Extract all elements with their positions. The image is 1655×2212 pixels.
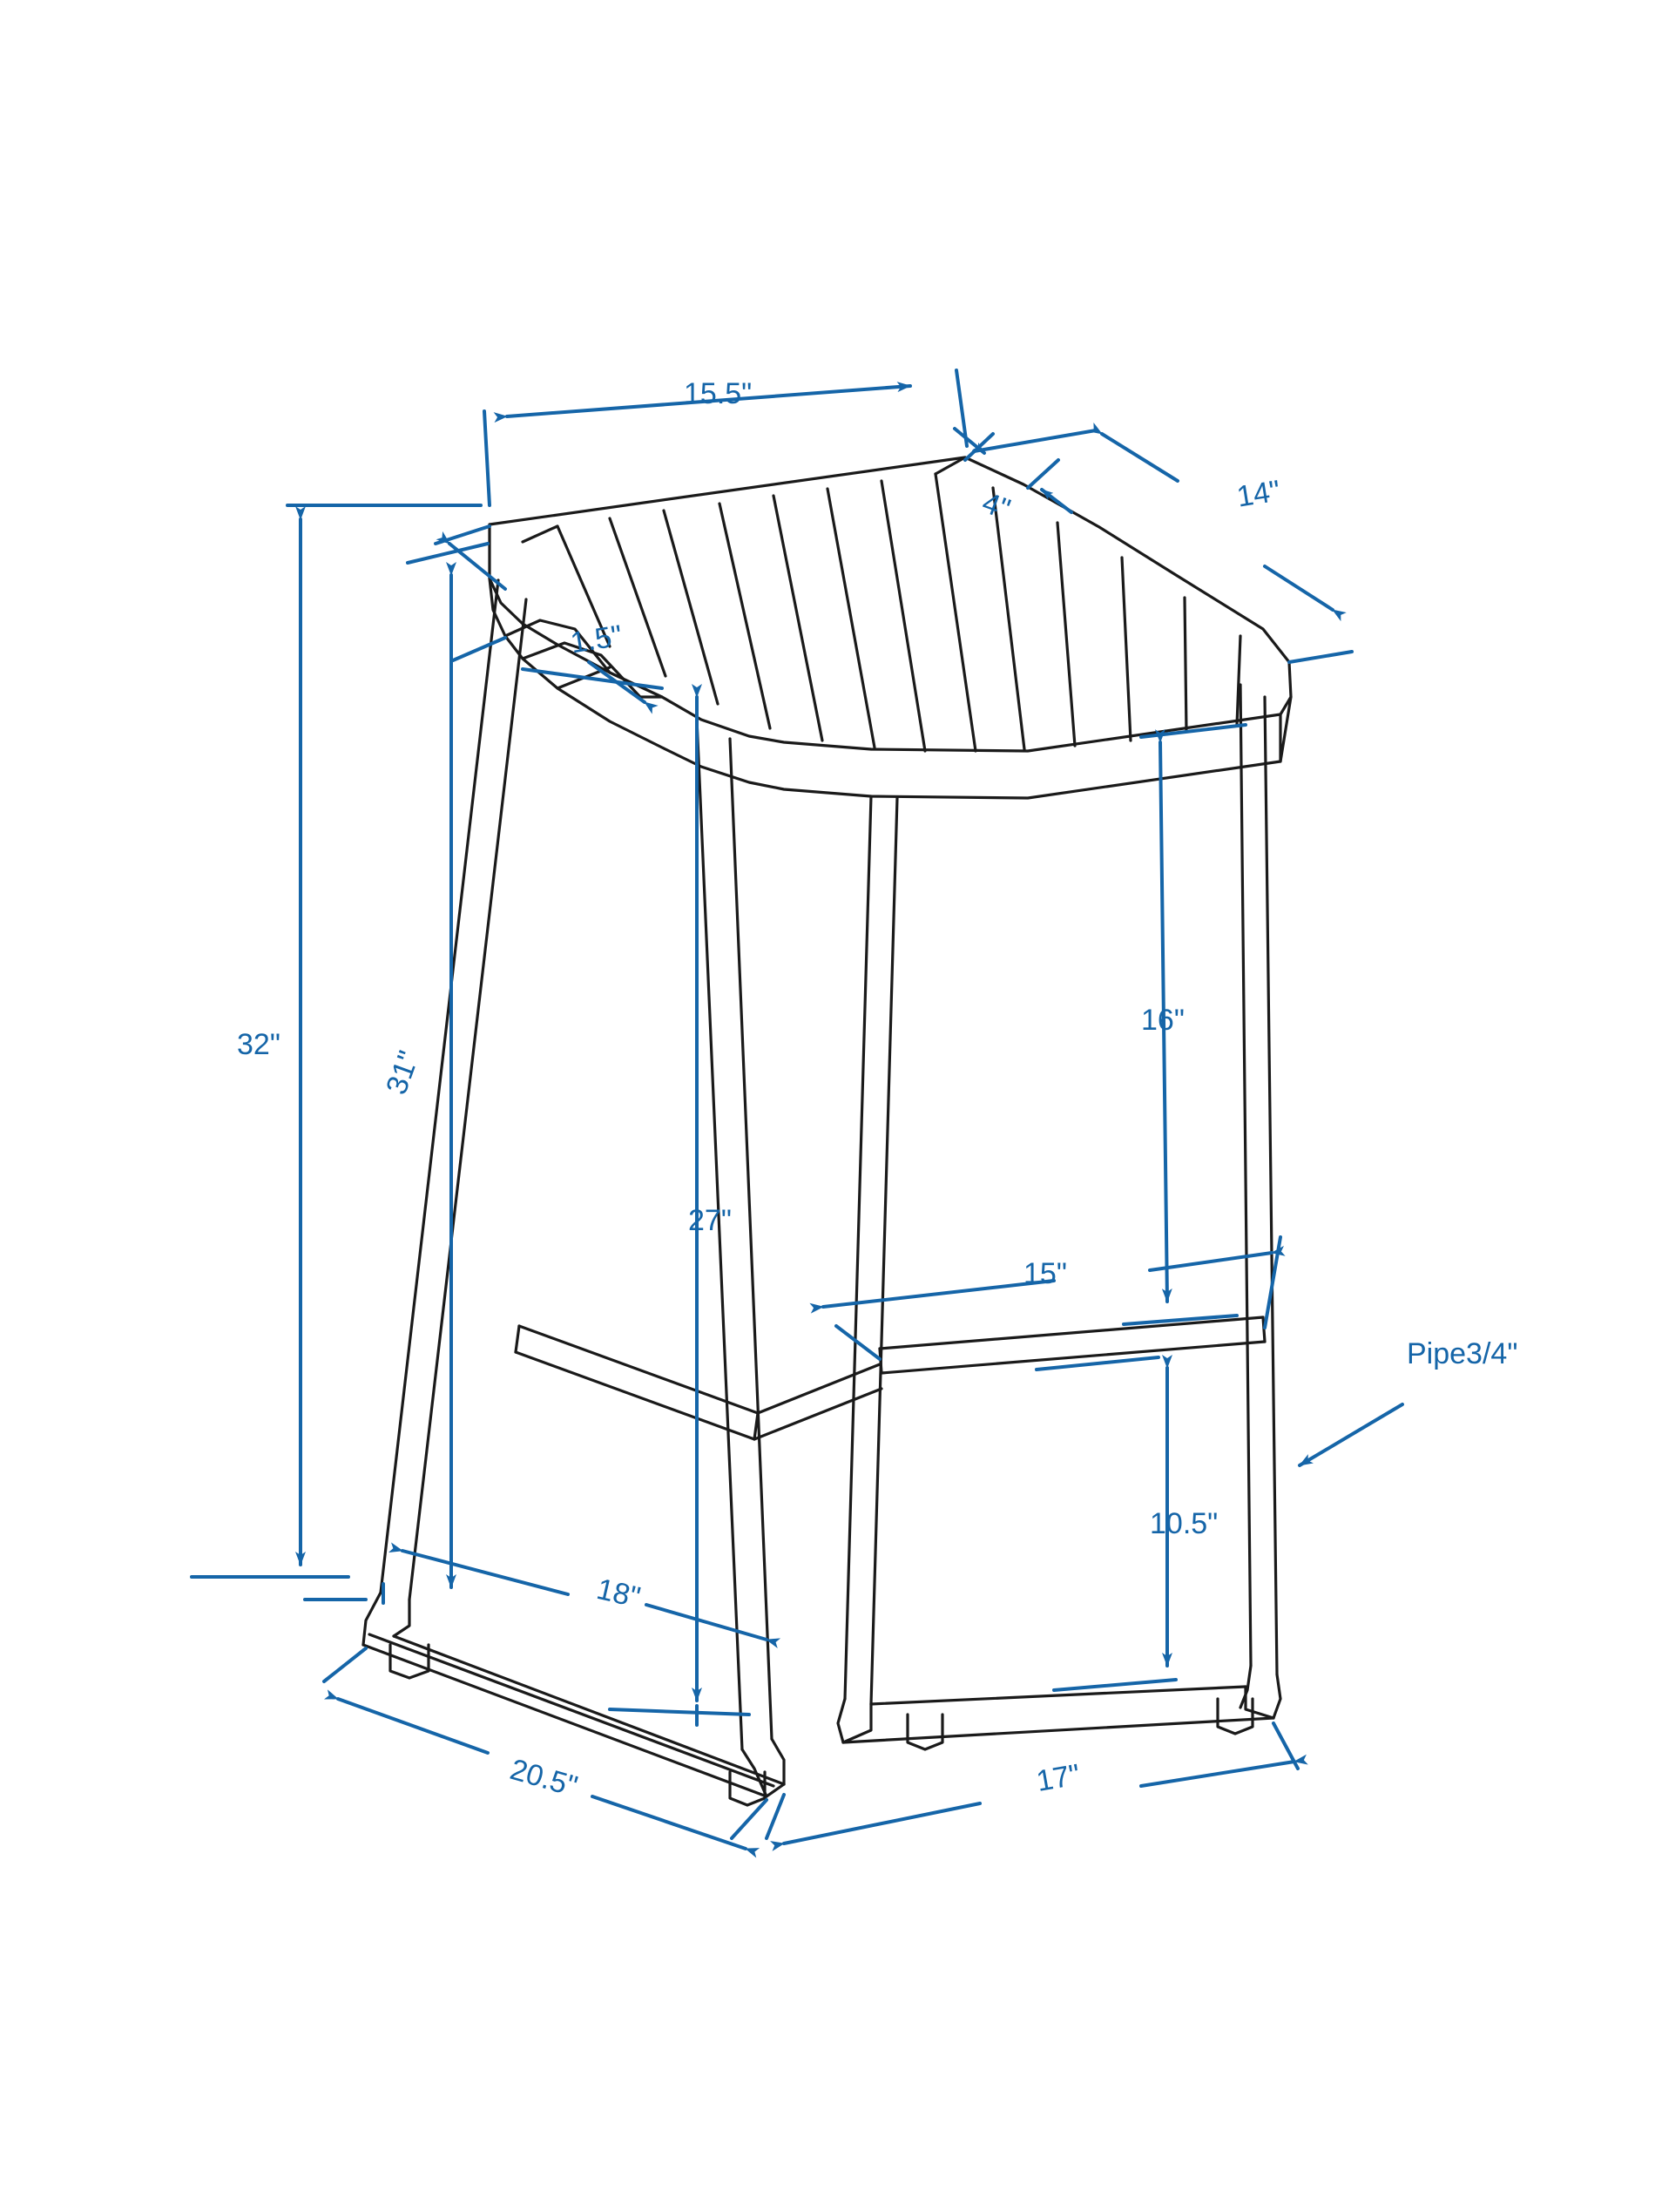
annotation-pipe-callout: Pipe3/4" bbox=[1407, 1337, 1518, 1370]
dim-base-depth-inner bbox=[382, 1542, 781, 1727]
dim-footrest-height bbox=[1035, 1355, 1178, 1692]
dim-label-seat-to-footrest: 16" bbox=[1141, 1004, 1185, 1037]
dim-footrest-width bbox=[809, 1235, 1286, 1361]
dim-height-to-seat-back bbox=[303, 542, 490, 1601]
dim-label-footrest-height: 10.5" bbox=[1150, 1507, 1219, 1540]
stool-outline bbox=[361, 456, 1293, 1807]
dim-label-footrest-width: 15" bbox=[1023, 1257, 1067, 1290]
dim-seat-to-footrest bbox=[1122, 723, 1247, 1326]
dim-label-overall-height-left: 32" bbox=[237, 1028, 280, 1061]
dim-base-width bbox=[765, 1722, 1308, 1851]
dim-seat-depth bbox=[972, 422, 1354, 664]
dim-seat-thickness-rear bbox=[953, 427, 1073, 514]
dimension-lines bbox=[190, 369, 1404, 1858]
dim-seat-height bbox=[521, 667, 751, 1716]
pipe-callout-leader bbox=[1298, 1403, 1404, 1467]
dim-label-seat-width-top: 15.5" bbox=[684, 377, 753, 410]
dim-label-seat-depth: 14" bbox=[1234, 474, 1283, 514]
dim-overall-height-left bbox=[190, 504, 483, 1579]
dim-seat-width-top bbox=[483, 369, 969, 507]
dim-label-seat-height: 27" bbox=[688, 1204, 732, 1237]
dim-base-depth-outer bbox=[322, 1647, 768, 1858]
dim-seat-front-lip bbox=[434, 524, 659, 714]
